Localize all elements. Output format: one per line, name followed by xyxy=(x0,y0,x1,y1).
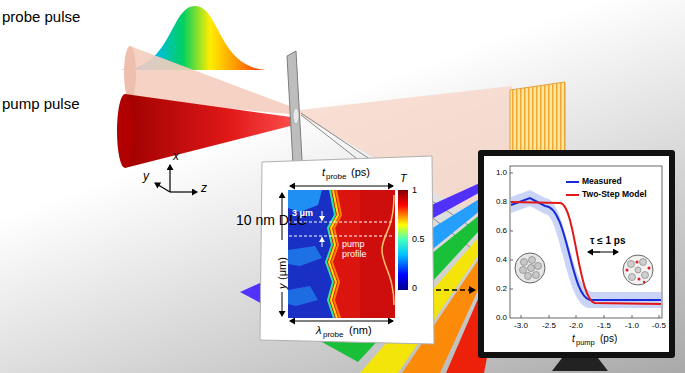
monitor-stand xyxy=(552,358,608,371)
pump-beam xyxy=(125,94,298,168)
x-tick: -1.0 xyxy=(625,321,639,330)
probe-beam-end xyxy=(124,46,136,100)
axis-unit: (ps) xyxy=(600,333,617,345)
pump-beam-end xyxy=(117,94,133,168)
coordinate-axes xyxy=(155,165,197,192)
dashed-arrow xyxy=(436,289,475,290)
time-constant: τ ≤ 1 ps xyxy=(590,235,626,247)
tau-arrow xyxy=(588,252,600,253)
axis-label: z xyxy=(201,182,207,196)
width-arrow xyxy=(322,237,323,247)
axis-title: t xyxy=(572,333,575,345)
lattice-icon xyxy=(515,253,545,283)
y-tick: 0.8 xyxy=(496,197,507,206)
colorbar-title: T xyxy=(400,172,407,185)
profile-label: pump profile xyxy=(342,239,380,260)
axis-subscript: pump xyxy=(576,339,595,348)
y-tick: 0.0 xyxy=(496,313,507,322)
legend-sample xyxy=(566,181,579,183)
axis-title: t xyxy=(322,166,325,179)
legend-text: Two-Step Model xyxy=(582,190,647,200)
monitor-screen xyxy=(484,156,669,352)
model-curve xyxy=(511,202,661,304)
x-tick: -3.0 xyxy=(514,321,528,330)
axis-label: x xyxy=(173,150,179,164)
error-band xyxy=(511,190,661,308)
heatmap xyxy=(288,190,395,318)
x-tick: -2.5 xyxy=(542,321,556,330)
axis-title: y xyxy=(276,284,289,290)
plot-frame xyxy=(510,166,662,318)
axis-title: λ xyxy=(316,324,321,337)
focal-spot xyxy=(293,108,299,124)
monitor-frame xyxy=(478,150,675,358)
y-tick: 0.6 xyxy=(496,226,507,235)
axis-subscript: probe xyxy=(323,330,343,339)
spectrum-screen xyxy=(260,156,434,344)
y-tick: 0.4 xyxy=(496,255,507,264)
beam-label: pump pulse xyxy=(2,95,80,112)
width-arrow xyxy=(322,211,323,221)
legend-text: Measured xyxy=(582,177,622,187)
y-tick: 1.0 xyxy=(496,168,507,177)
legend-sample xyxy=(566,194,579,196)
x-tick: -2.0 xyxy=(569,321,583,330)
colorbar xyxy=(398,190,408,290)
colorbar-tick: 0.5 xyxy=(412,234,425,244)
beam-label: probe pulse xyxy=(2,8,80,25)
colorbar-tick: 1 xyxy=(412,185,417,195)
axis-unit: (μm) xyxy=(276,257,289,280)
measured-curve xyxy=(511,198,661,300)
axis-arrows xyxy=(282,186,393,321)
axis-unit: (nm) xyxy=(349,324,372,337)
colorbar-tick: 0 xyxy=(412,283,417,293)
axis-subscript: probe xyxy=(326,172,346,181)
excited-lattice-icon xyxy=(623,255,653,285)
y-tick: 0.2 xyxy=(496,284,507,293)
width-label: 3 μm xyxy=(292,208,313,218)
axis-label: y xyxy=(143,170,149,184)
x-tick: -1.5 xyxy=(597,321,611,330)
x-tick: -0.5 xyxy=(652,321,666,330)
axis-unit: (ps) xyxy=(351,166,370,179)
